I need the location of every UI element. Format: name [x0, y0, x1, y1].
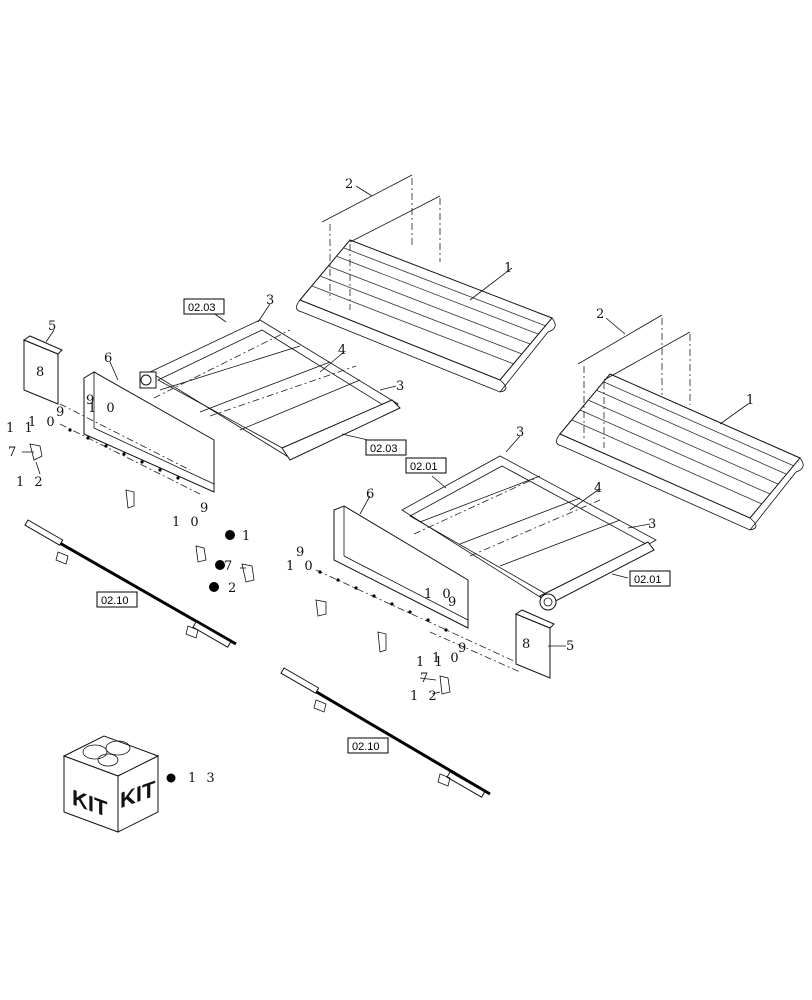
- ref-02-10: 02.10: [352, 741, 380, 753]
- part-number-labels: 2 1 2 1 3 4 3 3 4 3 5 6 6 5 8 8 9 9 1 0 …: [6, 177, 757, 786]
- slatted-belt-right: [556, 373, 804, 531]
- belt-rail-left: [24, 519, 237, 648]
- side-panel-left: [83, 371, 215, 493]
- label-item-3: 3: [266, 293, 277, 308]
- label-item-7: 7: [224, 559, 235, 574]
- label-item-10: 1 0: [28, 415, 58, 430]
- label-item-6: 6: [366, 487, 377, 502]
- label-item-3: 3: [396, 379, 407, 394]
- mounting-bar-upper: [321, 174, 441, 310]
- label-item-10: 1 0: [172, 515, 202, 530]
- label-item-9: 9: [56, 405, 67, 420]
- label-item-5: 5: [566, 639, 577, 654]
- label-item-10: 1 0: [88, 401, 118, 416]
- label-item-8: 8: [522, 637, 533, 652]
- label-item-9: 9: [296, 545, 307, 560]
- conveyor-frame-left: [139, 319, 401, 461]
- fasteners-left: [29, 403, 255, 583]
- label-item-1: 1: [504, 261, 515, 276]
- label-item-4: 4: [338, 343, 349, 358]
- ref-02-10: 02.10: [101, 595, 129, 607]
- label-item-8: 8: [36, 365, 47, 380]
- kit-marker-dot: [225, 530, 235, 540]
- fasteners-right: [315, 569, 521, 695]
- label-item-3: 3: [516, 425, 527, 440]
- kit-box: KIT KIT: [62, 735, 160, 833]
- label-item-4: 4: [594, 481, 605, 496]
- leader-lines: [22, 185, 749, 695]
- slatted-belt-upper: [296, 239, 556, 393]
- label-item-1: 1: [242, 529, 253, 544]
- label-item-7: 7: [8, 445, 19, 460]
- end-plate-left: [22, 335, 63, 405]
- ref-02-03: 02.03: [370, 443, 398, 455]
- kit-marker-dot: [215, 560, 225, 570]
- ref-02-01: 02.01: [410, 461, 438, 473]
- label-item-1: 1: [746, 393, 757, 408]
- label-item-3: 3: [648, 517, 659, 532]
- conveyor-frame-right: [401, 455, 657, 611]
- label-item-9: 9: [448, 595, 459, 610]
- kit-marker-dot: [209, 582, 219, 592]
- belt-rail-right: [280, 667, 491, 798]
- ref-02-01: 02.01: [634, 574, 662, 586]
- label-item-11: 1 1: [416, 655, 446, 670]
- page-references: 02.03 02.03 02.01 02.01 02.10 02.10: [96, 298, 671, 754]
- side-panel-right: [333, 505, 469, 629]
- ref-02-03: 02.03: [188, 302, 216, 314]
- label-item-13: 1 3: [188, 771, 218, 786]
- kit-marker-dot: [166, 773, 176, 783]
- label-item-10: 1 0: [424, 587, 454, 602]
- mounting-bar-right: [577, 314, 691, 448]
- label-item-11: 1 1: [6, 421, 36, 436]
- label-item-7: 7: [420, 671, 431, 686]
- label-item-12: 1 2: [410, 689, 440, 704]
- label-item-5: 5: [48, 319, 59, 334]
- label-item-2: 2: [345, 177, 356, 192]
- label-item-9: 9: [86, 393, 97, 408]
- end-plate-right: [514, 609, 555, 679]
- label-item-10: 1 0: [432, 651, 462, 666]
- label-item-6: 6: [104, 351, 115, 366]
- label-item-9: 9: [458, 641, 469, 656]
- label-item-2: 2: [228, 581, 239, 596]
- label-item-10: 1 0: [286, 559, 316, 574]
- label-item-12: 1 2: [16, 475, 46, 490]
- label-item-9: 9: [200, 501, 211, 516]
- label-item-2: 2: [596, 307, 607, 322]
